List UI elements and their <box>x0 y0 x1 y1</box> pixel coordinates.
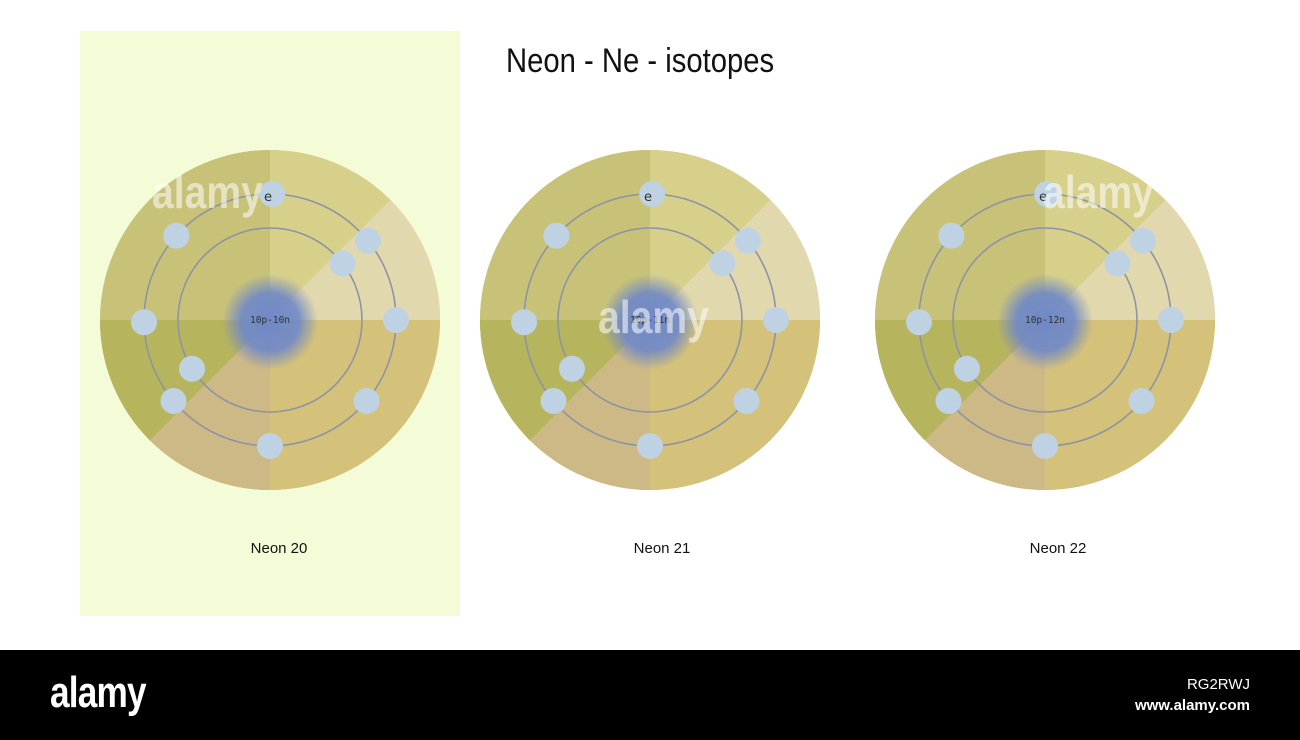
atom-diagram-neon-22: 10p-12n e <box>875 150 1215 490</box>
image-id: RG2RWJ <box>1186 676 1250 693</box>
footer-url: www.alamy.com <box>1134 697 1250 714</box>
nucleus-core <box>997 274 1093 370</box>
disc-sector <box>480 320 650 441</box>
electron-label: e <box>644 190 652 205</box>
nucleus-core <box>222 274 318 370</box>
electron <box>1129 227 1156 254</box>
electron <box>1104 250 1131 277</box>
electron <box>639 181 666 208</box>
electron <box>540 387 567 414</box>
electron <box>131 309 158 336</box>
electrons <box>131 181 409 459</box>
nucleus-label: 10p-11n <box>630 315 670 326</box>
inner-shell <box>557 227 743 413</box>
footer-bar: alamy RG2RWJ www.alamy.com <box>0 650 1300 740</box>
caption-neon-21: Neon 21 <box>633 540 691 557</box>
electron <box>953 355 980 382</box>
disc-sector <box>529 320 650 490</box>
nucleus-label: 10p-12n <box>1025 315 1065 326</box>
disc-sector <box>149 320 270 490</box>
electron <box>1158 307 1184 333</box>
atom-diagram-neon-20: 10p-10n e <box>99 150 440 490</box>
disc-sector <box>875 320 1045 441</box>
disc-sector <box>650 150 771 320</box>
nucleus <box>602 274 698 370</box>
electron-label: e <box>264 190 272 205</box>
nucleus-label: 10p-10n <box>250 315 290 326</box>
electrons <box>906 181 1184 459</box>
electron <box>543 222 570 249</box>
nucleus <box>222 274 318 370</box>
inner-shell <box>177 227 363 413</box>
electron <box>1034 181 1061 208</box>
caption-neon-20: Neon 20 <box>250 540 308 557</box>
electrons <box>511 181 789 459</box>
page-title: Neon - Ne - isotopes <box>506 42 775 80</box>
electron <box>511 309 538 336</box>
electron <box>938 222 965 249</box>
electron <box>353 387 380 414</box>
electron <box>163 222 190 249</box>
electron <box>383 307 409 333</box>
electron <box>329 250 356 277</box>
inner-shell <box>952 227 1138 413</box>
electron <box>763 307 789 333</box>
electron <box>558 355 585 382</box>
electron <box>637 433 663 459</box>
electron <box>257 433 283 459</box>
electron <box>733 387 760 414</box>
electron <box>906 309 933 336</box>
electron <box>354 227 381 254</box>
electron <box>1128 387 1155 414</box>
disc-sector <box>1045 150 1166 320</box>
electron <box>160 387 187 414</box>
disc-sector <box>270 150 391 320</box>
electron <box>1032 433 1058 459</box>
atom-diagram-neon-21: 10p-11n e <box>479 150 820 490</box>
caption-neon-22: Neon 22 <box>1029 540 1087 557</box>
electron <box>178 355 205 382</box>
disc-sector <box>100 320 270 441</box>
nucleus-core <box>602 274 698 370</box>
electron-label: e <box>1039 190 1047 205</box>
electron <box>734 227 761 254</box>
disc-sector <box>924 320 1045 490</box>
nucleus <box>997 274 1093 370</box>
footer-logo: alamy <box>50 668 147 717</box>
electron <box>259 181 286 208</box>
electron <box>709 250 736 277</box>
electron <box>935 387 962 414</box>
